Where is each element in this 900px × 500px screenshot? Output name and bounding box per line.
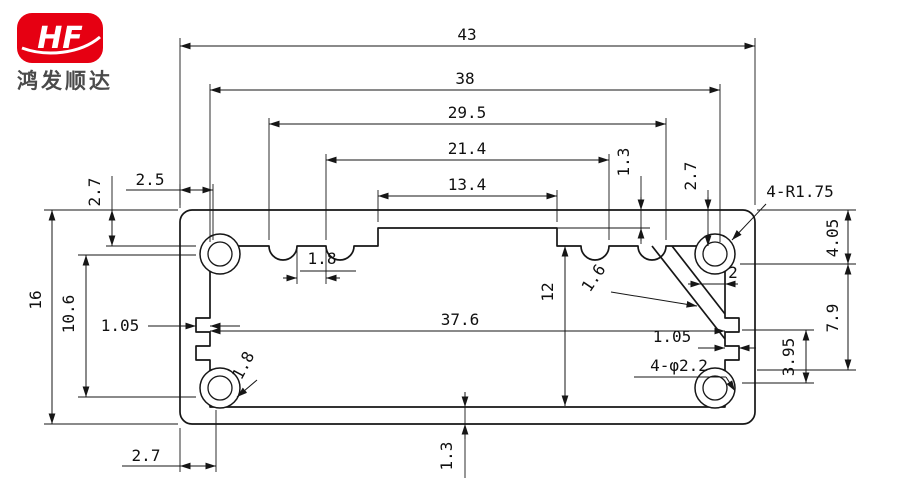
dim-label-37-6: 37.6 — [441, 310, 480, 329]
dim-left-corner: 2.5 — [126, 170, 214, 240]
dim-label-29-5: 29.5 — [448, 103, 487, 122]
dim-bottom-left: 2.7 — [122, 410, 217, 472]
dim-label-1-05-right: 1.05 — [653, 327, 692, 346]
dim-label-13-4: 13.4 — [448, 175, 487, 194]
screw-boss-bottom-left — [199, 367, 241, 409]
dim-label-38: 38 — [455, 69, 474, 88]
dim-top-span-inner: 21.4 — [325, 139, 610, 240]
dim-center-wall: 1.3 — [557, 148, 650, 244]
dim-top-overall: 43 — [179, 25, 756, 205]
dim-label-4-dia-2-2: 4-φ2.2 — [650, 356, 708, 375]
dim-label-10-6: 10.6 — [59, 295, 78, 334]
dim-label-1-05-left: 1.05 — [101, 316, 140, 335]
dim-label-1-3-bottom: 1.3 — [437, 442, 456, 471]
dim-label-12: 12 — [538, 282, 557, 301]
dim-label-2-7-bottom: 2.7 — [132, 446, 161, 465]
dim-overall-height: 16 — [26, 209, 178, 425]
dim-label-2-7-left: 2.7 — [85, 178, 104, 207]
dim-right-slot-span: 3.95 — [742, 329, 814, 384]
company-name: 鸿发顺达 — [17, 69, 113, 93]
screw-boss-bottom-right — [694, 367, 736, 409]
logo-swoosh-icon — [21, 35, 101, 55]
profile-section — [179, 209, 756, 425]
dim-label-4-r1-75: 4-R1.75 — [766, 182, 833, 201]
dim-label-43: 43 — [457, 25, 476, 44]
dim-gusset-gap: 2 — [688, 263, 738, 288]
dim-label-4-05: 4.05 — [823, 219, 842, 258]
logo-mark — [17, 13, 103, 63]
dim-hole-callout: 4-φ2.2 — [634, 356, 736, 392]
dim-left-inner-height: 10.6 — [59, 254, 196, 398]
dim-label-21-4: 21.4 — [448, 139, 487, 158]
dim-right-top-wall: 2.7 — [681, 162, 712, 246]
dim-inner-width: 37.6 — [210, 310, 725, 335]
dim-label-1-8-groove: 1.8 — [308, 249, 337, 268]
dim-right-top-height: 4.05 — [740, 209, 856, 265]
logo-text: HF — [37, 21, 83, 56]
dim-top-span-outer: 29.5 — [268, 103, 667, 240]
company-logo: HF 鸿发顺达 — [17, 13, 113, 93]
dim-bottom-wall: 1.3 — [437, 392, 469, 478]
screw-boss-top-left — [199, 233, 241, 275]
dim-inner-height: 12 — [538, 246, 569, 406]
corner-gusset — [651, 245, 726, 340]
dim-top-opening: 38 — [209, 69, 721, 242]
dim-label-3-95: 3.95 — [779, 338, 798, 377]
dim-left-slot-depth: 1.05 — [101, 316, 240, 335]
dim-label-2: 2 — [728, 263, 738, 282]
dim-groove-gap: 1.8 — [283, 248, 356, 284]
dim-label-1-3-top: 1.3 — [614, 148, 633, 177]
dim-center-section: 13.4 — [377, 175, 558, 222]
dim-right-slot-depth: 1.05 — [653, 327, 756, 352]
dim-label-2-7-right: 2.7 — [681, 162, 700, 191]
dim-label-16: 16 — [26, 290, 45, 309]
dim-label-2-5: 2.5 — [136, 170, 165, 189]
dim-label-7-9: 7.9 — [823, 304, 842, 333]
